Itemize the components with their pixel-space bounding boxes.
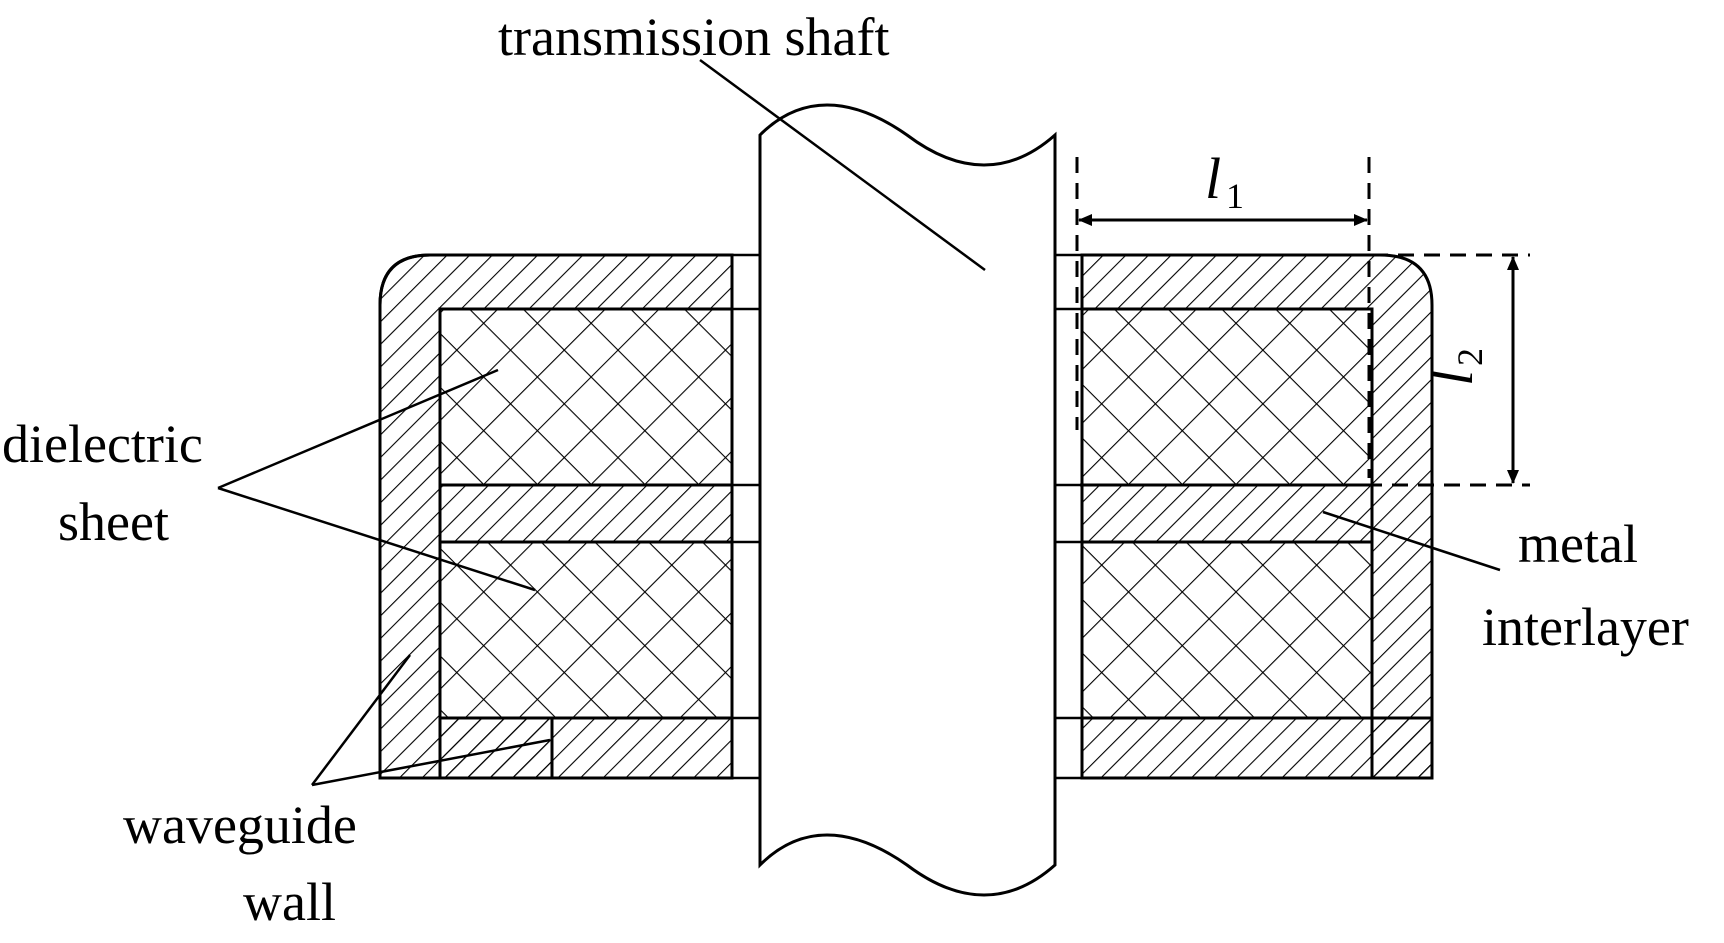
l2-subscript: 2	[1450, 348, 1490, 366]
leader-transmission-shaft	[699, 58, 986, 272]
label-metal-line1: metal	[1518, 514, 1638, 574]
label-transmission-shaft: transmission shaft	[498, 7, 889, 67]
leader-metal-interlayer	[1322, 510, 1501, 572]
left-waveguide-block	[378, 253, 734, 780]
right-waveguide-block	[1080, 253, 1434, 780]
left-wall-outline	[378, 253, 732, 778]
l1-symbol: l	[1205, 146, 1221, 211]
leader-waveguide-bottom	[311, 738, 551, 787]
left-metal-interlayer	[438, 483, 734, 544]
dimension-l2: l 2	[1080, 253, 1530, 487]
leader-lines	[217, 58, 1501, 787]
label-dielectric-line2: sheet	[58, 492, 169, 552]
left-dielectric-sheet-upper	[438, 307, 734, 487]
leader-waveguide-side	[311, 654, 411, 786]
label-waveguide-line1: waveguide	[123, 795, 357, 855]
right-bottom-wall	[1080, 716, 1434, 780]
gap-lines	[732, 253, 1082, 780]
left-dielectric-sheet-lower	[438, 540, 734, 720]
leader-dielectric-upper	[217, 368, 499, 490]
transmission-shaft	[758, 103, 1057, 897]
right-dielectric-sheet-upper	[1080, 307, 1374, 487]
label-dielectric-line1: dielectric	[2, 414, 203, 474]
left-bottom-wall	[438, 716, 734, 780]
l2-symbol: l	[1420, 370, 1485, 386]
right-dielectric-sheet-lower	[1080, 540, 1374, 720]
label-metal-line2: interlayer	[1482, 597, 1689, 657]
dimension-l1: l 1	[1075, 146, 1371, 478]
leader-dielectric-lower	[217, 486, 536, 592]
l1-subscript: 1	[1226, 176, 1244, 216]
label-waveguide-line2: wall	[243, 872, 336, 932]
